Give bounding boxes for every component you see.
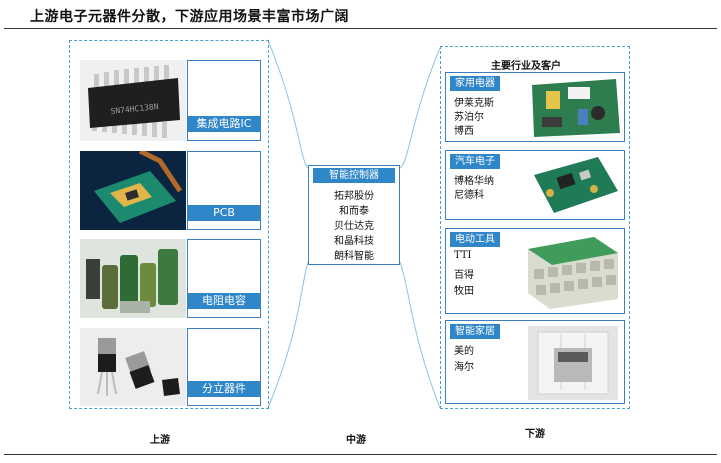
section-label-downstream: 下游 [525, 429, 545, 440]
customer-name: 博西 [454, 126, 474, 137]
sector-tag: 电动工具 [450, 232, 500, 247]
capacitor-image [80, 239, 186, 318]
bottom-divider [4, 454, 717, 455]
customer-name: 百得 [454, 270, 474, 281]
sector-smart-home: 智能家居 美的 海尔 [445, 320, 625, 404]
customer-name: 博格华纳 [454, 176, 494, 187]
customer-name: 美的 [454, 346, 474, 357]
customer-name: 伊莱克斯 [454, 98, 494, 109]
discrete-device-image [80, 328, 186, 406]
sector-appliances: 家用电器 伊莱克斯 苏泊尔 博西 [445, 72, 625, 142]
sector-power-tools: 电动工具 TTI 百得 牧田 [445, 228, 625, 314]
title-divider [4, 28, 717, 29]
sector-automotive: 汽车电子 博格华纳 尼德科 [445, 150, 625, 220]
upstream-item-label: PCB [188, 205, 260, 221]
sector-tag: 家用电器 [450, 76, 500, 91]
upstream-container [69, 40, 269, 409]
midstream-company: 和而泰 [339, 206, 369, 217]
pcb-image [80, 151, 186, 230]
upstream-item-resistor-capacitor: 电阻电容 [187, 239, 261, 318]
midstream-box: 智能控制器 拓邦股份 和而泰 贝仕达克 和晶科技 朗科智能 [308, 165, 400, 265]
section-label-midstream: 中游 [346, 435, 366, 446]
ic-chip-image: SN74HC138N [80, 60, 186, 141]
midstream-company: 贝仕达克 [334, 221, 374, 232]
section-label-upstream: 上游 [150, 435, 170, 446]
midstream-company: 拓邦股份 [334, 191, 374, 202]
upstream-item-label: 集成电路IC [188, 116, 260, 132]
upstream-item-pcb: PCB [187, 151, 261, 230]
midstream-title: 智能控制器 [313, 168, 395, 183]
customer-name: TTI [454, 250, 472, 261]
customer-name: 尼德科 [454, 190, 484, 201]
downstream-header: 主要行业及客户 [491, 61, 561, 72]
smart-switch-image [524, 324, 622, 402]
appliance-board-image [528, 77, 622, 139]
downstream-container [440, 46, 630, 409]
page-title: 上游电子元器件分散，下游应用场景丰富市场广阔 [30, 9, 349, 25]
battery-pack-image [524, 233, 622, 311]
upstream-item-label: 电阻电容 [188, 293, 260, 309]
upstream-item-ic: 集成电路IC [187, 60, 261, 141]
upstream-item-discrete: 分立器件 [187, 328, 261, 406]
midstream-company: 朗科智能 [334, 251, 374, 262]
customer-name: 牧田 [454, 286, 474, 297]
sector-tag: 智能家居 [450, 324, 500, 339]
upstream-item-label: 分立器件 [188, 381, 260, 397]
customer-name: 苏泊尔 [454, 112, 484, 123]
automotive-board-image [528, 155, 622, 217]
midstream-company: 和晶科技 [334, 236, 374, 247]
customer-name: 海尔 [454, 362, 474, 373]
sector-tag: 汽车电子 [450, 154, 500, 169]
